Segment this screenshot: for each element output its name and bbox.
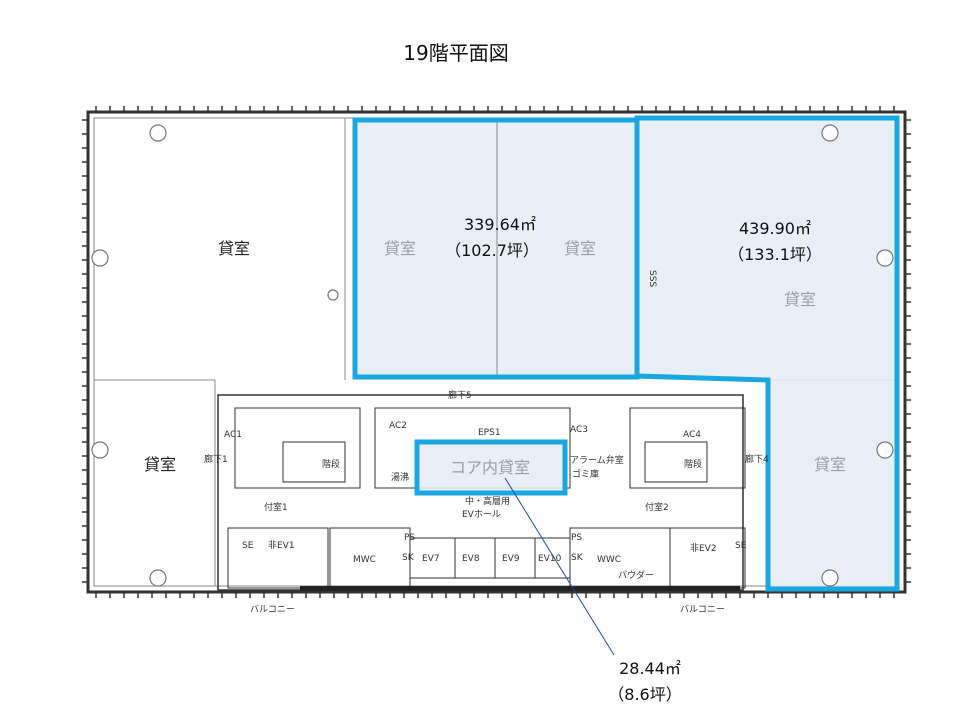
label-ac2: AC2 [389,421,407,431]
label-sk: SK [402,553,415,563]
label-garbage: ゴミ庫 [572,468,599,480]
column-marker [821,569,839,587]
label-annex2: 付室2 [645,501,669,513]
label-ps: PS [571,533,582,543]
area-middle-tsubo: （102.7坪） [445,241,539,260]
label-se: SE [242,541,254,551]
room-label: 貸室 [218,239,250,258]
label-ev7: EV7 [422,554,440,564]
label-emergency-ev1: 非EV1 [268,539,295,551]
label-ac4: AC4 [683,430,701,440]
label-mwc: MWC [353,555,376,565]
label-emergency-ev2: 非EV2 [690,542,717,554]
area-right-sqm: 439.90㎡ [739,219,811,238]
building-outline [86,110,907,594]
label-stairs: 階段 [322,458,340,470]
core [217,394,746,591]
highlight-area-core[interactable] [414,439,568,496]
highlight-area-right[interactable] [634,115,900,592]
highlight-area-middle[interactable] [352,117,640,380]
label-ev9: EV9 [502,554,520,564]
label-balcony: バルコニー [680,604,725,615]
column-marker [149,124,167,142]
column-marker [876,441,894,459]
column-marker [327,289,339,301]
label-powder: パウダー [618,569,654,581]
label-ev-hall: EVホール [462,509,501,520]
columns [91,124,894,587]
label-kitchenette: 湯沸 [391,471,409,483]
label-se: SE [735,541,747,551]
room-label: 貸室 [384,239,416,258]
label-balcony: バルコニー [250,604,295,615]
label-annex1: 付室1 [264,501,288,513]
room-label: 貸室 [564,239,596,258]
room-label: 貸室 [144,455,176,474]
label-wwc: WWC [597,555,621,565]
label-ev8: EV8 [462,554,480,564]
room-label-core: コア内貸室 [450,458,530,477]
column-marker [149,569,167,587]
perimeter-ticks [82,106,911,598]
label-ac1: AC1 [224,430,242,440]
column-marker [876,249,894,267]
plan-title: 19階平面図 [403,41,508,65]
room-label: 貸室 [784,290,816,309]
label-corridor5: 廊下5 [448,389,472,401]
label-sk: SK [571,553,584,563]
label-alarm-valve: アラーム弁室 [570,454,624,466]
label-corridor1: 廊下1 [204,453,228,465]
column-marker [821,124,839,142]
label-corridor4: 廊下4 [745,453,769,465]
area-right-tsubo: （133.1坪） [728,245,822,264]
room-label: 貸室 [814,455,846,474]
label-ev-hall: 中・高層用 [465,495,510,507]
label-sss: SSS [647,270,657,287]
area-core-tsubo: （8.6坪） [608,685,681,704]
column-marker [91,441,109,459]
label-stairs: 階段 [684,458,702,470]
label-ac3: AC3 [570,425,588,435]
area-middle-sqm: 339.64㎡ [464,215,536,234]
label-ev10: EV10 [538,554,562,564]
column-marker [91,249,109,267]
area-core-sqm: 28.44㎡ [619,659,681,678]
label-ps: PS [404,533,415,543]
label-eps1: EPS1 [478,428,501,438]
leader-line [504,477,615,656]
